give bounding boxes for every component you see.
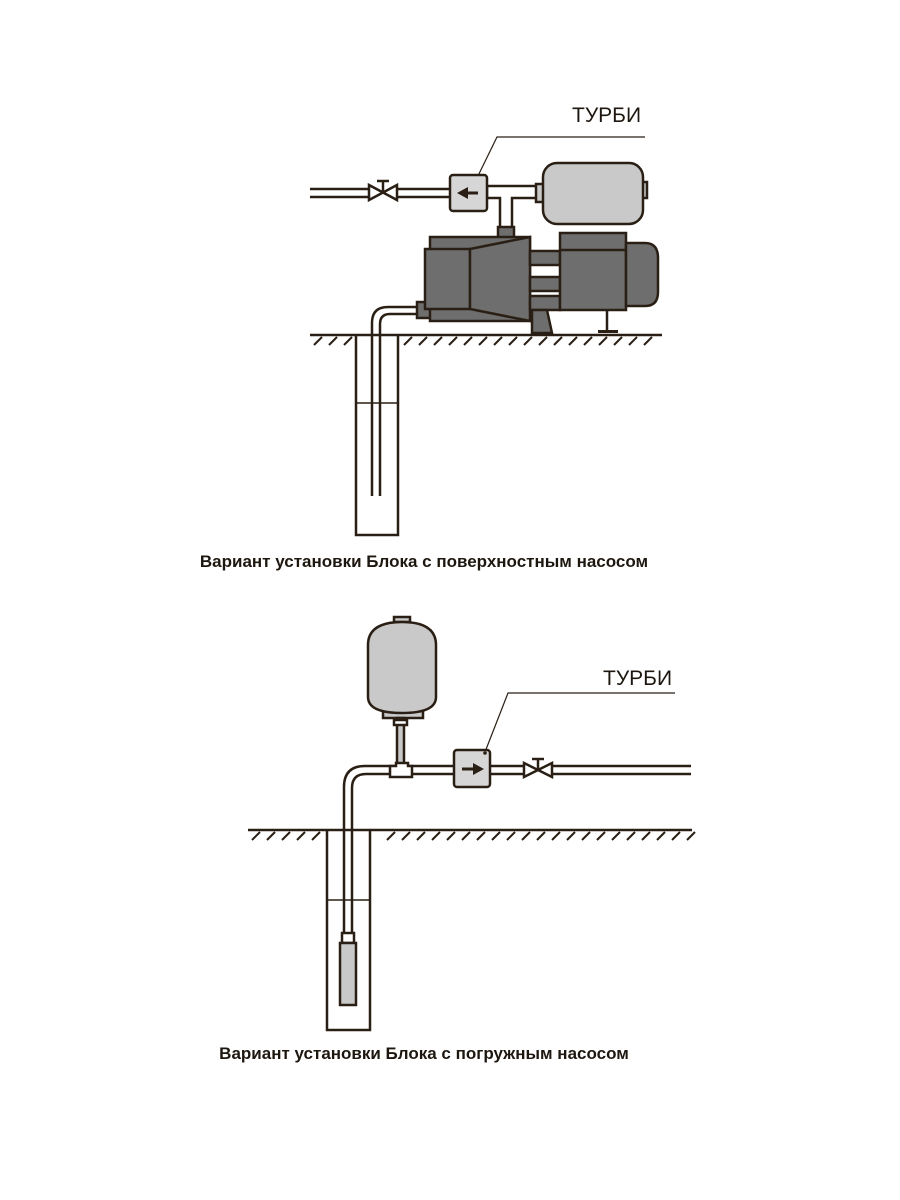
hatch-mark bbox=[568, 336, 578, 346]
hatch-mark bbox=[401, 831, 411, 841]
hatch-mark bbox=[266, 831, 276, 841]
hatch-mark bbox=[613, 336, 623, 346]
surface-pump bbox=[415, 231, 660, 335]
hatch-mark bbox=[463, 336, 473, 346]
well bbox=[354, 335, 400, 537]
hatch-mark bbox=[656, 831, 666, 841]
hatch-mark bbox=[251, 831, 261, 841]
hatch-mark bbox=[478, 336, 488, 346]
hatch-mark bbox=[506, 831, 516, 841]
hatch-mark bbox=[566, 831, 576, 841]
hatch-mark bbox=[296, 831, 306, 841]
leader-line bbox=[484, 692, 675, 753]
caption-surface: Вариант установки Блока с поверхностным … bbox=[200, 552, 648, 571]
ground-hatching bbox=[251, 831, 696, 841]
hatch-mark bbox=[446, 831, 456, 841]
hatch-mark bbox=[626, 831, 636, 841]
hatch-mark bbox=[671, 831, 681, 841]
hatch-mark bbox=[343, 336, 353, 346]
hatch-mark bbox=[281, 831, 291, 841]
hatch-mark bbox=[598, 336, 608, 346]
valve-icon bbox=[367, 179, 399, 203]
valve-icon bbox=[522, 757, 554, 780]
tee-pipe bbox=[485, 184, 542, 232]
hatch-mark bbox=[386, 831, 396, 841]
hatch-mark bbox=[521, 831, 531, 841]
hatch-mark bbox=[416, 831, 426, 841]
tee-fitting bbox=[388, 761, 414, 779]
hatch-mark bbox=[686, 831, 696, 841]
pressure-tank bbox=[366, 615, 438, 768]
ground-hatching bbox=[313, 336, 653, 346]
turbi-label: ТУРБИ bbox=[603, 667, 672, 690]
hatch-mark bbox=[523, 336, 533, 346]
caption-submersible: Вариант установки Блока с погружным насо… bbox=[219, 1044, 629, 1063]
hatch-mark bbox=[611, 831, 621, 841]
hatch-mark bbox=[553, 336, 563, 346]
hatch-mark bbox=[311, 831, 321, 841]
diagram-submersible-pump: ТУРБИ bbox=[219, 615, 696, 1063]
hatch-mark bbox=[328, 336, 338, 346]
hatch-mark bbox=[508, 336, 518, 346]
hatch-mark bbox=[476, 831, 486, 841]
turbi-label: ТУРБИ bbox=[572, 104, 641, 127]
submersible-pump bbox=[338, 931, 358, 1007]
hatch-mark bbox=[418, 336, 428, 346]
hatch-mark bbox=[491, 831, 501, 841]
hatch-mark bbox=[536, 831, 546, 841]
hatch-mark bbox=[313, 336, 323, 346]
hatch-mark bbox=[628, 336, 638, 346]
delivery-pipe bbox=[342, 764, 691, 930]
hatch-mark bbox=[461, 831, 471, 841]
hatch-mark bbox=[551, 831, 561, 841]
hatch-mark bbox=[596, 831, 606, 841]
arrow-right-icon bbox=[462, 763, 484, 775]
hatch-mark bbox=[581, 831, 591, 841]
hatch-mark bbox=[431, 831, 441, 841]
hatch-mark bbox=[403, 336, 413, 346]
hatch-mark bbox=[643, 336, 653, 346]
hatch-mark bbox=[493, 336, 503, 346]
hatch-mark bbox=[583, 336, 593, 346]
pressure-tank bbox=[534, 161, 649, 226]
hatch-mark bbox=[641, 831, 651, 841]
hatch-mark bbox=[433, 336, 443, 346]
outlet-pipe bbox=[310, 187, 450, 199]
leader-line bbox=[475, 136, 645, 181]
suction-pipe bbox=[370, 305, 417, 496]
diagram-surface-pump: ТУРБИ bbox=[200, 104, 662, 571]
hatch-mark bbox=[448, 336, 458, 346]
hatch-mark bbox=[538, 336, 548, 346]
arrow-left-icon bbox=[457, 187, 478, 199]
